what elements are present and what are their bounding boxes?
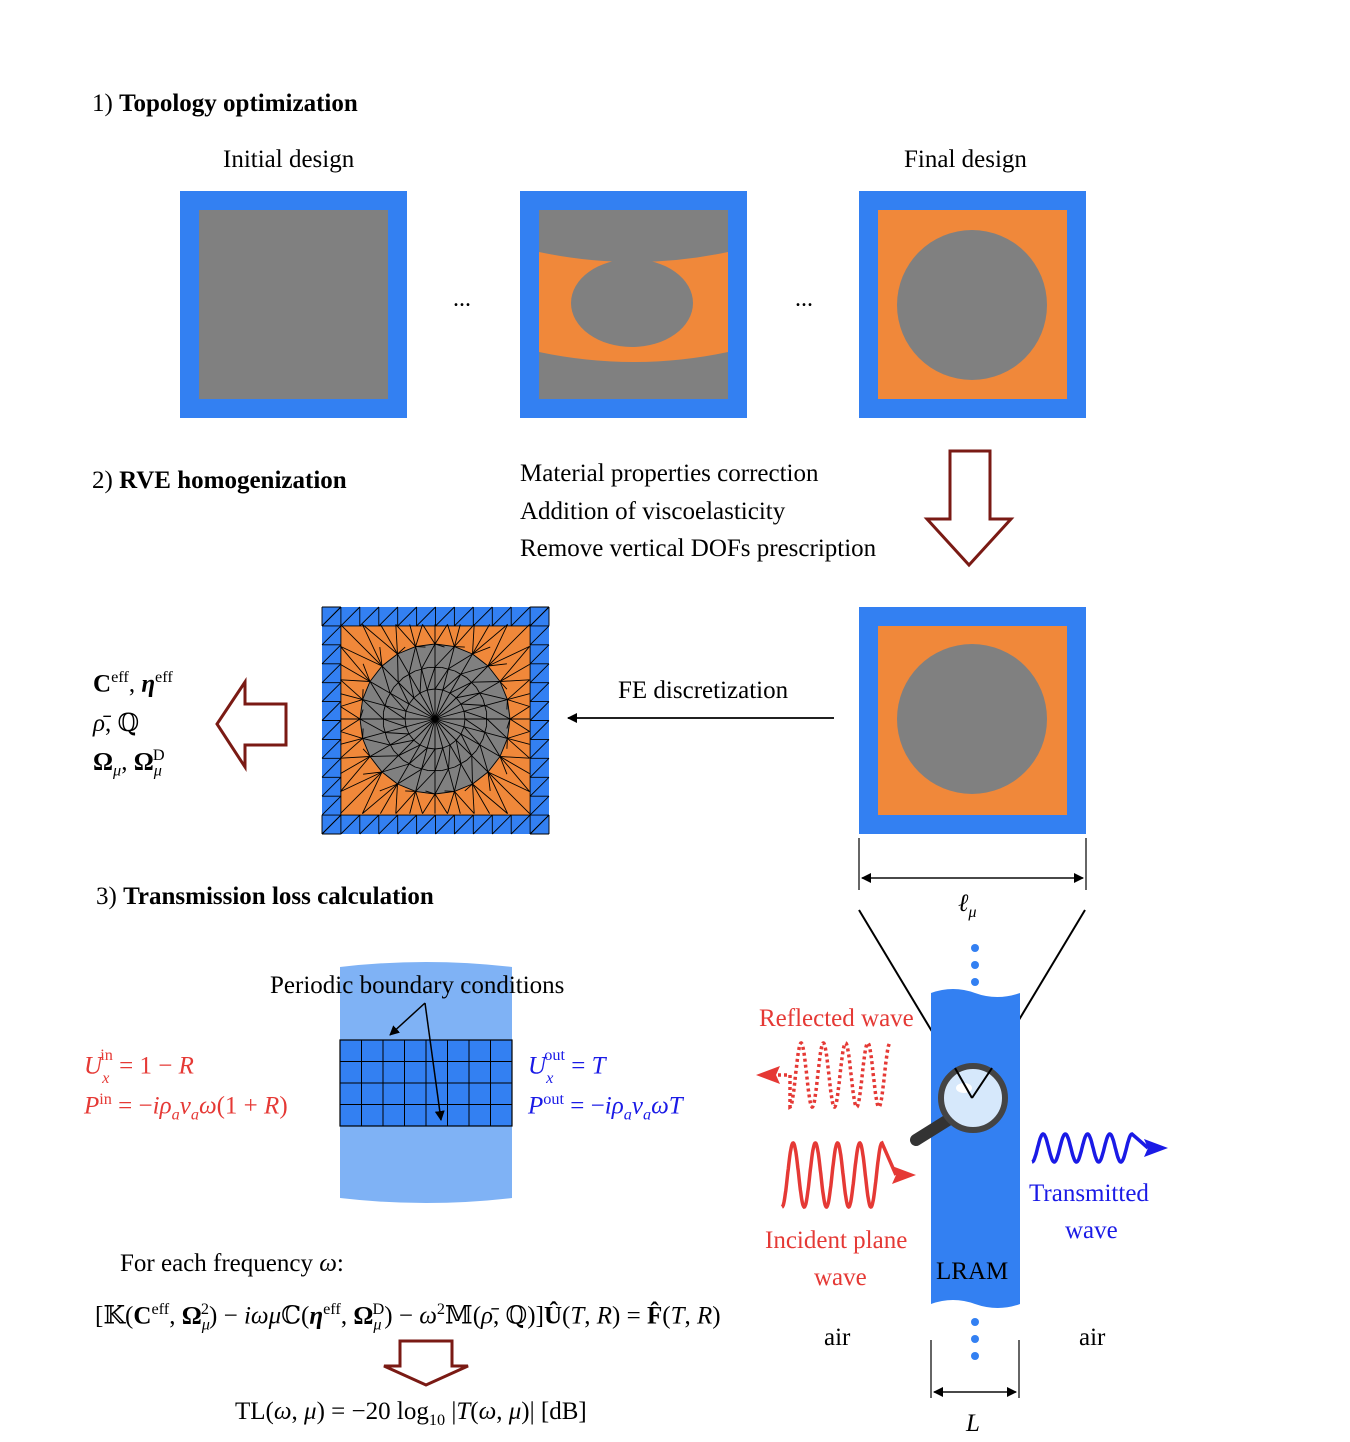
thickness-dimension [930, 1340, 1020, 1398]
section-3-heading: 3) Transmission loss calculation [96, 883, 434, 910]
tl-equation: TL(ω, μ) = −20 log10 |T(ω, μ)| [dB] [235, 1398, 587, 1429]
reflected-wave [778, 1041, 892, 1110]
lram-panel [931, 989, 1020, 1308]
section-2-heading: 2) RVE homogenization [92, 467, 347, 494]
ellipsis-1: ... [453, 286, 471, 312]
continuation-dots [971, 944, 979, 1360]
down-hollow-arrow [923, 449, 1015, 568]
bottom-hollow-arrow [383, 1339, 469, 1387]
pbc-label: Periodic boundary conditions [270, 972, 565, 999]
air-right-label: air [1079, 1324, 1106, 1351]
system-equation: [𝕂(Ceff, Ωμ2) − iωμℂ(ηeff, ΩμD) − ω2𝕄(ρ̄… [95, 1300, 721, 1334]
transmitted-wave [1031, 1132, 1150, 1164]
output-density: ρ̄, ℚ [93, 710, 140, 737]
final-design-cell [859, 191, 1086, 418]
intermediate-design-cell [520, 191, 747, 418]
ellipsis-2: ... [795, 286, 813, 312]
periodic-grid [339, 1039, 513, 1127]
reflected-wave-label: Reflected wave [759, 1005, 914, 1032]
output-effective-tensors: Ceff, ηeff [93, 668, 173, 698]
left-hollow-arrow [215, 677, 288, 773]
air-left-label: air [824, 1324, 851, 1351]
transmitted-label-line2: wave [1065, 1217, 1118, 1244]
step-1: Material properties correction [520, 460, 819, 487]
inlet-pressure-eq: Pin = −iρavaω(1 + R) [84, 1090, 288, 1124]
lram-label: LRAM [936, 1258, 1009, 1285]
section-1-heading: 1) Topology optimization [92, 90, 358, 117]
fe-discretization-label: FE discretization [618, 677, 789, 704]
outlet-displacement-eq: Uxout = T [528, 1046, 606, 1088]
thickness-label: L [966, 1410, 980, 1437]
final-design-label: Final design [904, 146, 1027, 173]
incident-label-line2: wave [814, 1264, 867, 1291]
frequency-loop-label: For each frequency ω: [120, 1250, 344, 1277]
final-design-cell-copy [859, 607, 1086, 834]
step-3: Remove vertical DOFs prescription [520, 535, 877, 562]
initial-design-label: Initial design [223, 146, 355, 173]
step-2: Addition of viscoelasticity [520, 498, 786, 525]
initial-design-cell [180, 191, 407, 418]
outlet-pressure-eq: Pout = −iρavaωT [528, 1090, 683, 1124]
width-dimension [858, 838, 1087, 890]
meshed-cell [321, 606, 550, 835]
width-label: ℓμ [958, 890, 977, 921]
incident-wave [780, 1140, 898, 1209]
incident-label-line1: Incident plane [765, 1227, 908, 1254]
transmitted-label-line1: Transmitted [1029, 1180, 1149, 1207]
output-resonance: Ωμ, ΩμD [93, 746, 165, 780]
inlet-displacement-eq: Uxin = 1 − R [84, 1046, 194, 1088]
